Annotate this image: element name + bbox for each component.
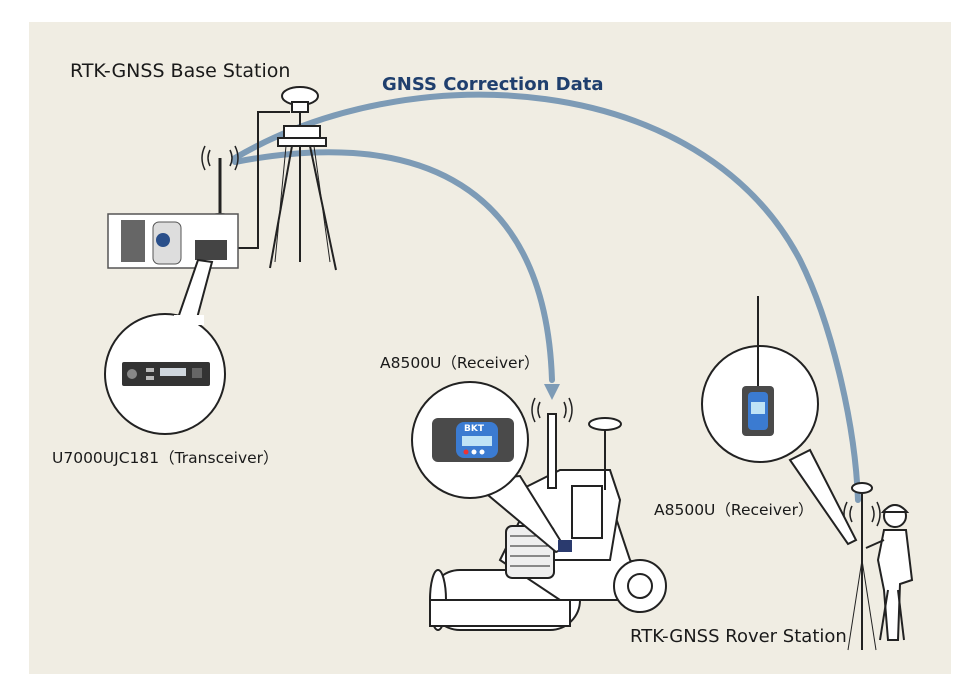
rover-receiver-label: A8500U（Receiver）: [654, 501, 814, 519]
vehicle-receiver-label: A8500U（Receiver）: [380, 354, 540, 372]
receiver-device-icon: [432, 418, 514, 462]
surveyor-worker-icon: [847, 482, 914, 651]
vehicle-antenna: [547, 413, 622, 490]
radio-wave-icon: [201, 145, 239, 171]
base-station-label: RTK-GNSS Base Station: [70, 60, 291, 82]
rover-receiver-callout: [701, 296, 858, 546]
handheld-receiver-icon: [742, 296, 774, 436]
arc-to-vehicle: [232, 149, 555, 383]
device-brand-label: BKT: [464, 424, 484, 434]
rover-station-label: RTK-GNSS Rover Station: [630, 626, 847, 647]
base-equipment-box: [107, 213, 239, 269]
radio-wave-icon-vehicle: [531, 397, 573, 423]
transceiver-callout: [104, 258, 226, 435]
correction-data-label: GNSS Correction Data: [382, 74, 604, 95]
base-cable: [234, 111, 290, 249]
gnss-tripod-icon: [269, 86, 337, 271]
arc-arrow-head: [544, 384, 560, 400]
transceiver-label: U7000UJC181（Transceiver）: [52, 449, 279, 467]
transceiver-device-icon: [122, 362, 210, 386]
arc-to-rover: [232, 91, 861, 503]
vehicle-receiver-callout: [411, 381, 572, 554]
